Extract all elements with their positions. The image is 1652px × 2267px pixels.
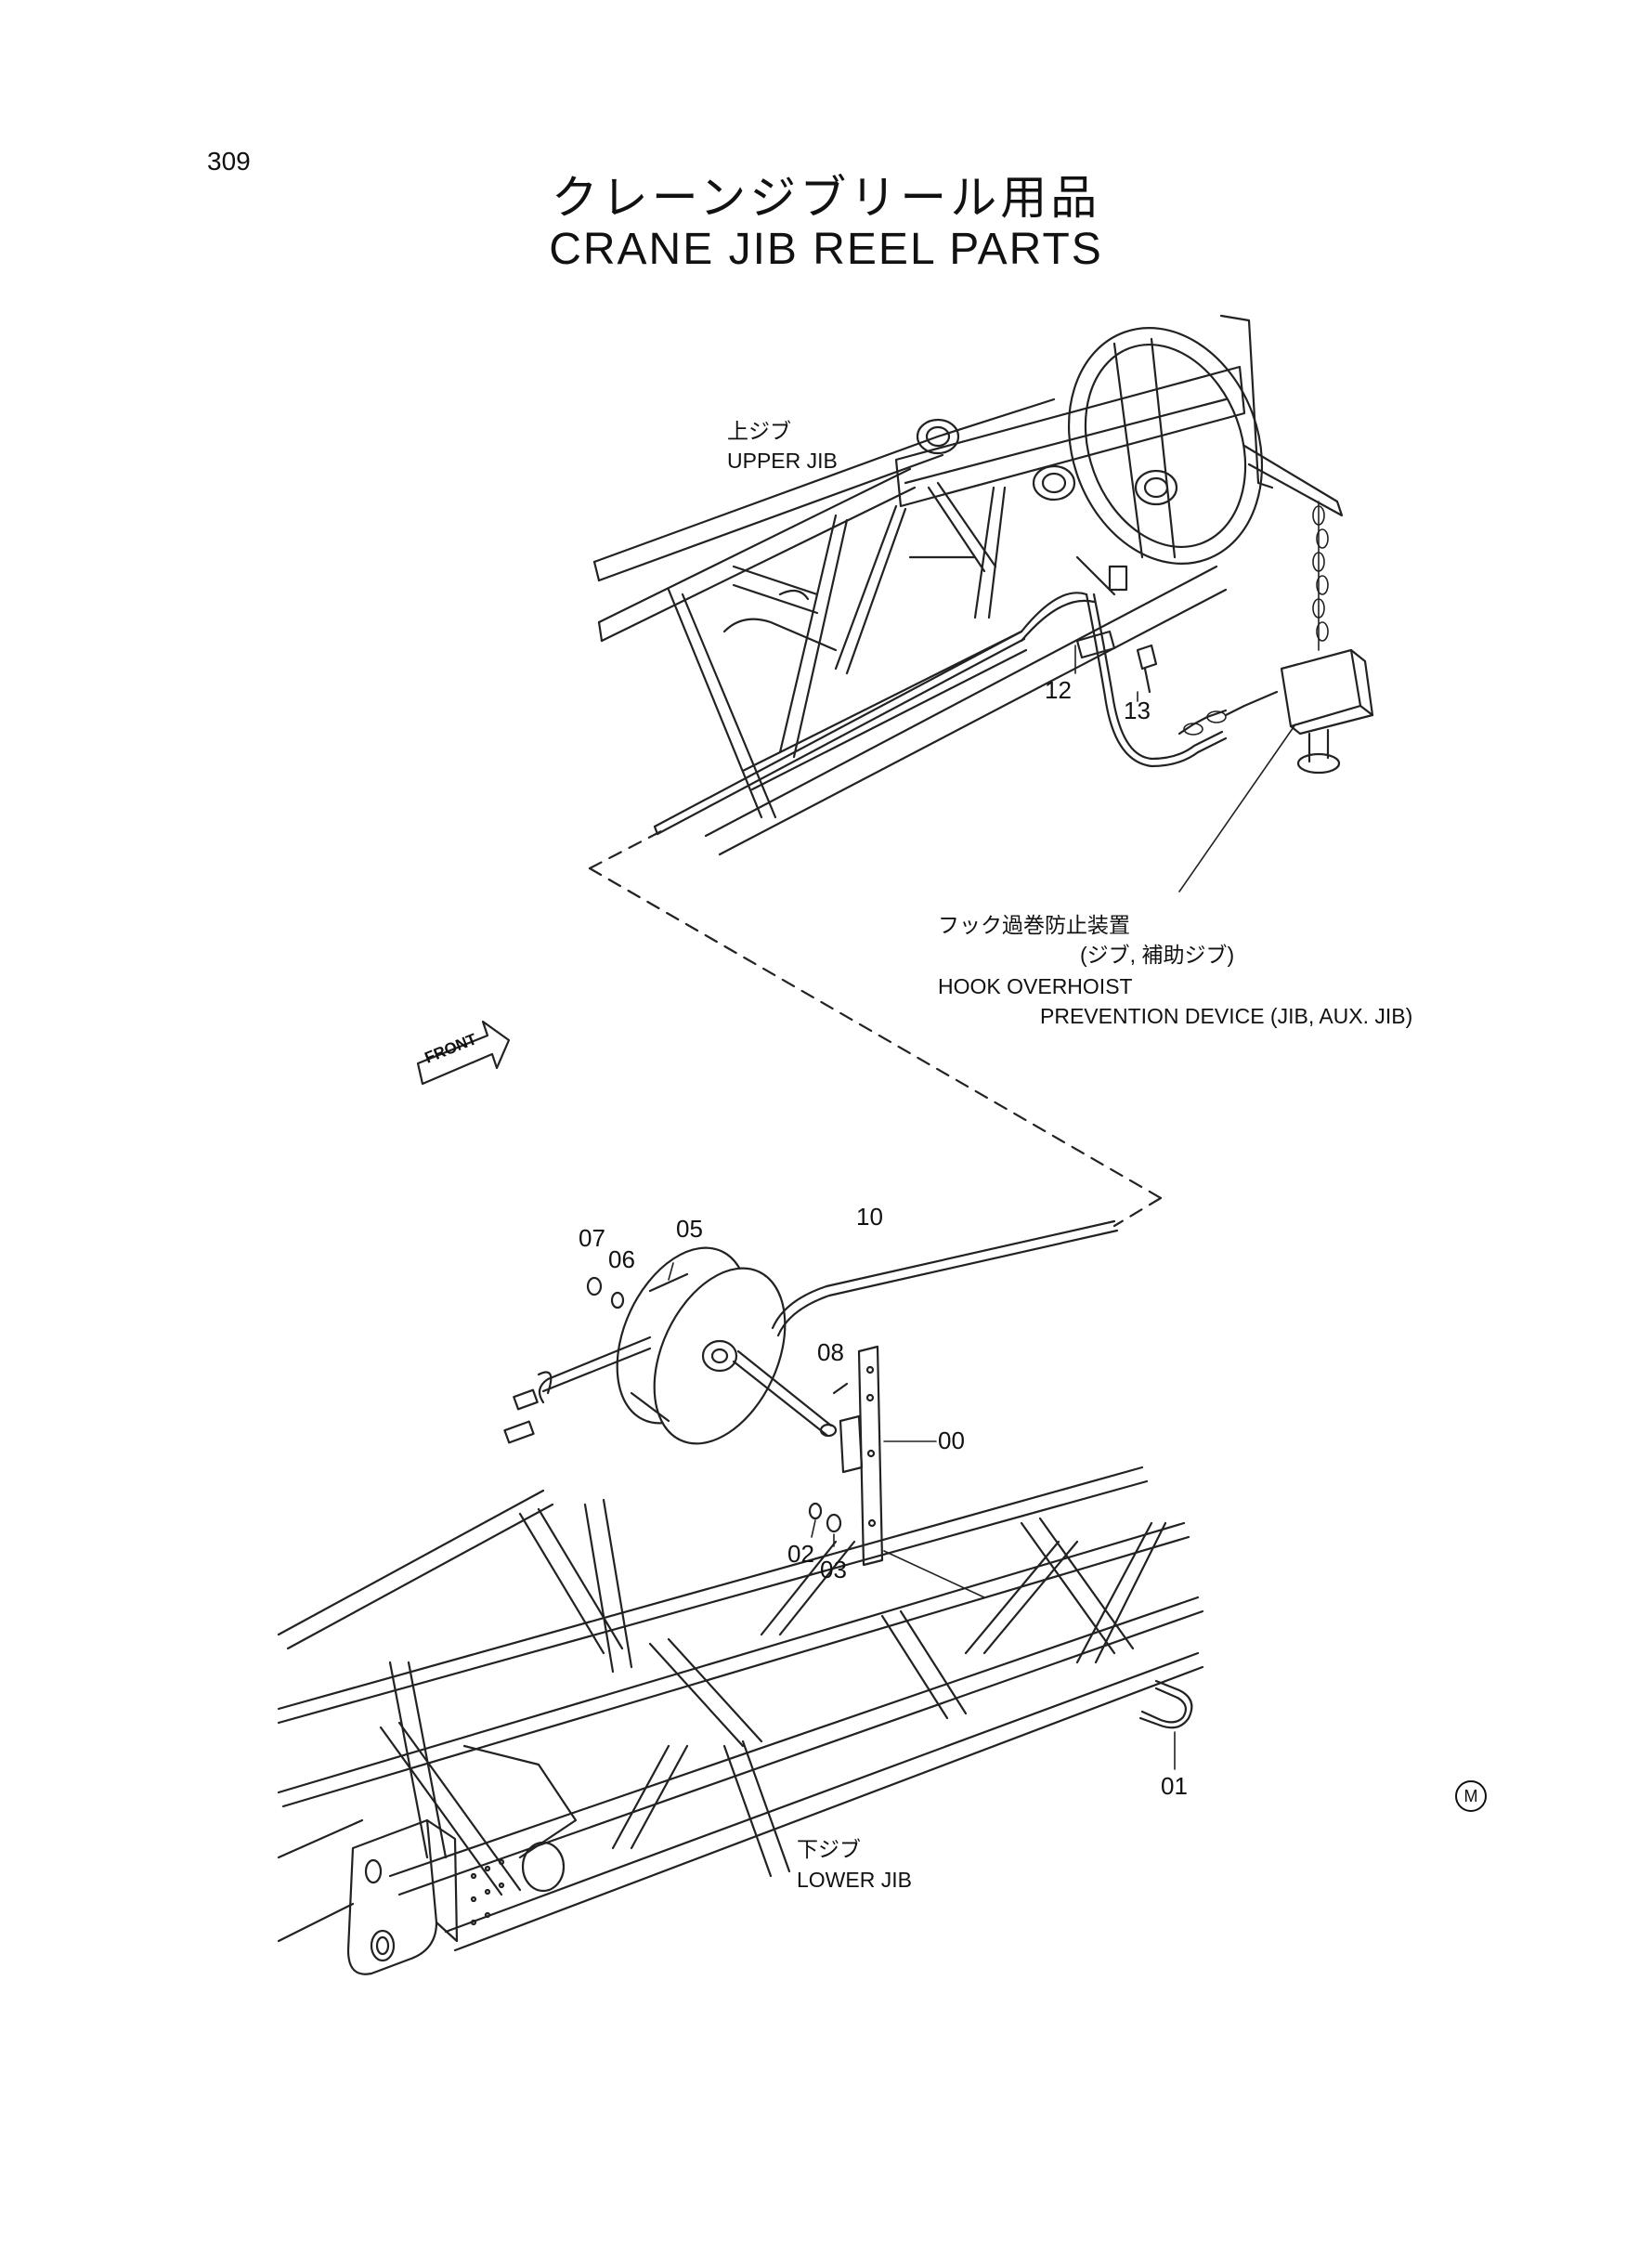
hook-overhoist-label-english-2: PREVENTION DEVICE (JIB, AUX. JIB): [1040, 1004, 1413, 1028]
part-number-12: 12: [1045, 676, 1072, 704]
lower-jib-label-english: LOWER JIB: [797, 1868, 912, 1892]
hook-overhoist-switch-box: [1177, 648, 1374, 775]
page-number: 309: [207, 147, 251, 176]
u-bolt: [1138, 1679, 1193, 1770]
cable-dashed-routing: [588, 829, 1163, 1228]
part-number-07: 07: [579, 1224, 605, 1252]
hook-overhoist-label-japanese-2: (ジブ, 補助ジブ): [1080, 943, 1235, 967]
part-number-10: 10: [856, 1203, 883, 1231]
part-number-13: 13: [1124, 697, 1151, 724]
part-number-05: 05: [676, 1215, 703, 1243]
part-number-08: 08: [817, 1338, 844, 1366]
lower-jib-lattice: [277, 1466, 1204, 1975]
hook-overhoist-label-japanese-1: フック過巻防止装置: [938, 913, 1130, 937]
part-number-01: 01: [1161, 1772, 1188, 1800]
front-arrow: [416, 1020, 511, 1086]
leader-lines-upper: [1074, 645, 1296, 892]
page-title-japanese: クレーンジブリール用品: [551, 171, 1101, 225]
hook-overhoist-label-english-1: HOOK OVERHOIST: [938, 974, 1133, 998]
part-number-02: 02: [787, 1540, 814, 1568]
part-number-06: 06: [608, 1245, 635, 1273]
upper-jib-label-japanese: 上ジブ: [727, 419, 791, 443]
page-title-english: CRANE JIB REEL PARTS: [549, 225, 1103, 274]
clamp-and-bolt: [1075, 630, 1158, 694]
lower-jib-label-japanese: 下ジブ: [797, 1837, 861, 1861]
upper-cable: [1020, 592, 1228, 768]
upper-jib-label-english: UPPER JIB: [727, 449, 838, 473]
reel-assembly: [503, 1219, 1119, 1598]
part-number-03: 03: [820, 1556, 847, 1583]
hook-overhoist-chain: [1312, 501, 1329, 651]
upper-jib-sheave-head: [894, 314, 1344, 596]
part-number-00: 00: [938, 1427, 965, 1454]
m-mark-symbol: M: [1455, 1780, 1487, 1812]
upper-jib-lattice: [592, 397, 1228, 856]
